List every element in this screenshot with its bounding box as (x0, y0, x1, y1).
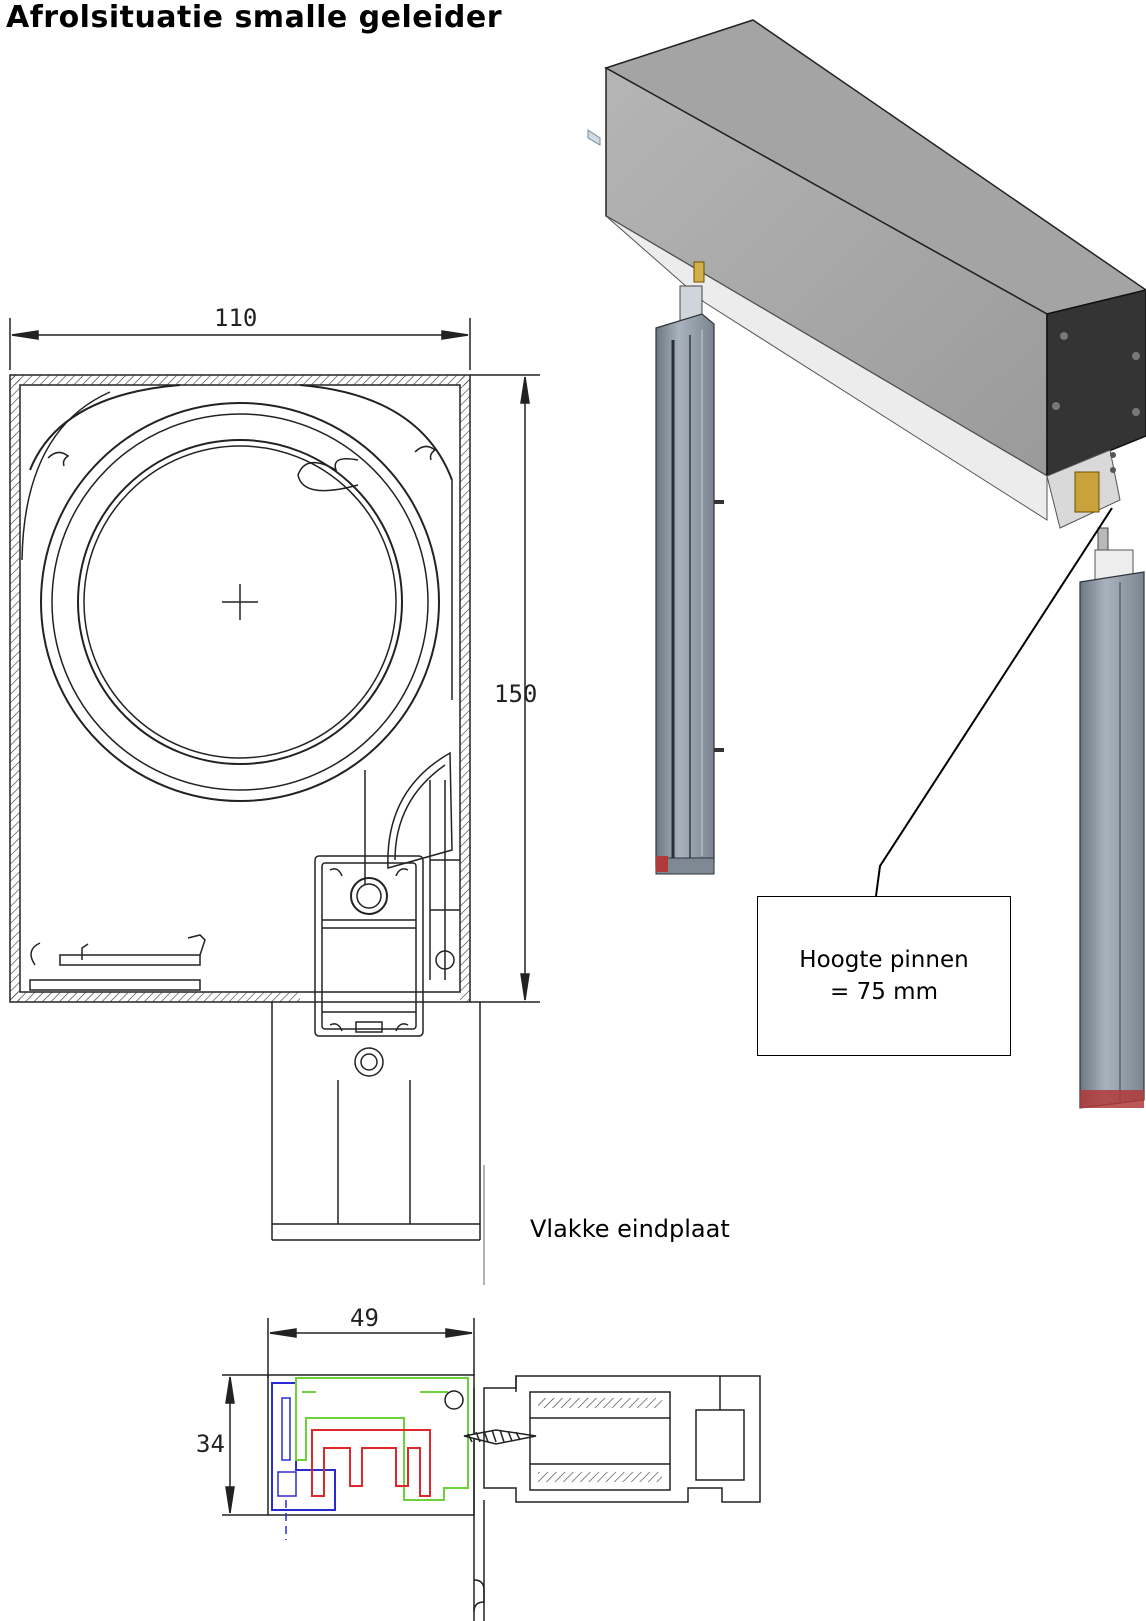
callout-line-1: Hoogte pinnen (799, 947, 969, 973)
callout-line-2: = 75 mm (830, 979, 938, 1005)
isometric-view (587, 19, 1146, 1109)
callout-box: Hoogte pinnen = 75 mm (757, 896, 1011, 1056)
rail-section-drawing: 49 34 (196, 1304, 761, 1621)
dimension-34: 34 (196, 1374, 268, 1516)
left-guide-rail (655, 285, 724, 875)
dimension-49: 49 (267, 1304, 475, 1378)
dimension-49-label: 49 (350, 1304, 379, 1332)
dimension-150: 150 (470, 374, 540, 1003)
dimension-110: 110 (9, 304, 471, 370)
cross-section-drawing: 110 150 (9, 304, 540, 1285)
page-title: Afrolsituatie smalle geleider (6, 0, 503, 35)
dimension-34-label: 34 (196, 1430, 225, 1458)
right-guide-rail (1079, 549, 1145, 1109)
caption-flat-endplate: Vlakke eindplaat (530, 1215, 730, 1243)
dimension-110-label: 110 (214, 304, 257, 332)
dimension-150-label: 150 (494, 680, 537, 708)
